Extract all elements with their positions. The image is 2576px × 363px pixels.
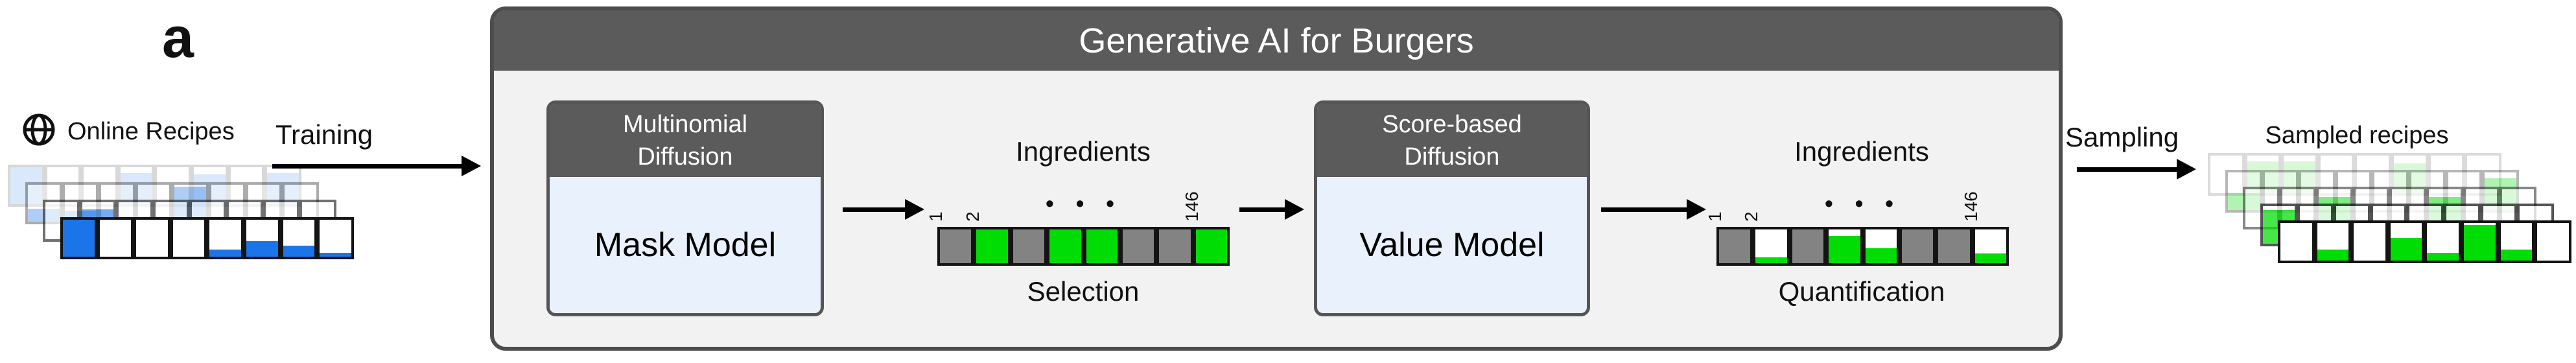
ingredient-cell bbox=[1119, 227, 1157, 266]
cell-fill bbox=[1865, 248, 1897, 263]
ingredient-cell bbox=[1010, 227, 1048, 266]
selection-index-2: 2 bbox=[963, 211, 983, 222]
selection-index-1: 1 bbox=[926, 211, 946, 222]
ingredient-cell bbox=[937, 227, 974, 266]
cell-fill bbox=[2390, 238, 2422, 261]
ingredient-cell bbox=[1899, 227, 1936, 266]
ingredient-cell bbox=[2314, 220, 2352, 263]
ingredient-cell bbox=[2535, 220, 2571, 263]
sampling-arrow-line bbox=[2077, 167, 2179, 172]
cell-fill bbox=[2317, 249, 2349, 261]
training-arrow-line bbox=[272, 164, 464, 169]
cell-fill bbox=[2463, 224, 2496, 261]
cell-fill bbox=[1829, 236, 1860, 263]
selection-index-146: 146 bbox=[1182, 191, 1202, 222]
training-arrow-head bbox=[462, 156, 481, 176]
cell-fill bbox=[246, 241, 278, 257]
ingredient-cell bbox=[1753, 227, 1790, 266]
ingredient-cell bbox=[8, 165, 45, 207]
ingredient-row-cells bbox=[937, 227, 1230, 266]
selection-to-value-arrow-line bbox=[1239, 207, 1287, 212]
cell-fill bbox=[193, 174, 226, 204]
globe-icon bbox=[23, 113, 55, 146]
ingredient-cell bbox=[2498, 220, 2535, 263]
ingredient-cell bbox=[317, 217, 354, 259]
cell-fill bbox=[2500, 249, 2533, 261]
quantification-index-146: 146 bbox=[1961, 191, 1981, 222]
ingredient-cell bbox=[1826, 227, 1863, 266]
ingredient-cell bbox=[60, 217, 97, 259]
value-model-label: Value Model bbox=[1359, 226, 1545, 264]
ingredient-cell bbox=[1716, 227, 1753, 266]
ingredient-cell bbox=[1789, 227, 1827, 266]
mask-to-selection-arrow-head bbox=[905, 199, 924, 220]
cell-fill bbox=[267, 172, 299, 204]
cell-fill bbox=[1755, 257, 1787, 263]
ingredient-cell bbox=[1936, 227, 1973, 266]
mask-to-selection-arrow-line bbox=[843, 207, 907, 212]
cell-fill bbox=[63, 220, 95, 257]
ingredient-cell bbox=[2278, 220, 2315, 263]
mask-model-box: Multinomial Diffusion Mask Model bbox=[546, 100, 824, 316]
selection-ellipsis: • • • bbox=[1046, 190, 1122, 217]
training-label: Training bbox=[275, 119, 373, 150]
selection-ingredients-title: Ingredients bbox=[1016, 136, 1151, 167]
ingredient-cell bbox=[974, 227, 1011, 266]
online-recipes-label: Online Recipes bbox=[67, 118, 235, 145]
quantification-ellipsis: • • • bbox=[1825, 190, 1901, 217]
recipe-stack-layer bbox=[2278, 220, 2571, 263]
cell-fill bbox=[209, 249, 241, 257]
value-model-header-line1: Score-based bbox=[1382, 110, 1522, 138]
ingredient-cell bbox=[1862, 227, 1899, 266]
ingredient-cell bbox=[170, 217, 207, 259]
ingredient-cell bbox=[2351, 220, 2388, 263]
value-model-box: Score-based Diffusion Value Model bbox=[1314, 100, 1590, 316]
value-model-header: Score-based Diffusion bbox=[1317, 104, 1587, 177]
quantification-ingredients-title: Ingredients bbox=[1794, 136, 1929, 167]
sampling-label: Sampling bbox=[2065, 122, 2179, 152]
cell-fill bbox=[10, 167, 42, 204]
ingredient-cell bbox=[243, 217, 281, 259]
mask-model-header-line1: Multinomial bbox=[622, 110, 748, 138]
ingredient-cell bbox=[2208, 153, 2245, 196]
ingredient-cell bbox=[1972, 227, 2009, 266]
ingredient-cell bbox=[2387, 220, 2425, 263]
cell-fill bbox=[320, 253, 351, 257]
quantification-caption: Quantification bbox=[1778, 276, 1945, 307]
ingredient-cell bbox=[1193, 227, 1230, 266]
mask-model-label: Mask Model bbox=[594, 226, 777, 264]
value-model-body: Value Model bbox=[1317, 177, 1587, 313]
generative-ai-title: Generative AI for Burgers bbox=[1079, 21, 1474, 60]
value-to-quantification-arrow-head bbox=[1687, 199, 1706, 220]
value-to-quantification-arrow-line bbox=[1601, 207, 1689, 212]
ingredient-cell bbox=[2424, 220, 2461, 263]
ingredient-cell bbox=[1156, 227, 1193, 266]
ingredient-row-cells bbox=[1716, 227, 2009, 266]
ingredient-cell bbox=[1047, 227, 1084, 266]
ingredient-cell bbox=[1083, 227, 1120, 266]
mask-model-header: Multinomial Diffusion bbox=[550, 104, 821, 177]
cell-fill bbox=[283, 245, 315, 257]
ingredient-cell bbox=[280, 217, 318, 259]
value-model-header-line2: Diffusion bbox=[1404, 143, 1500, 170]
ingredient-cell bbox=[134, 217, 170, 259]
recipe-stack-layer bbox=[60, 217, 354, 259]
cell-fill bbox=[2427, 253, 2459, 261]
mask-model-header-line2: Diffusion bbox=[637, 143, 733, 170]
cell-fill bbox=[120, 172, 152, 204]
selection-caption: Selection bbox=[1027, 276, 1140, 307]
ingredient-cell bbox=[97, 217, 134, 259]
generative-ai-header: Generative AI for Burgers bbox=[494, 10, 2059, 71]
panel-label: a bbox=[162, 5, 194, 69]
quantification-index-1: 1 bbox=[1705, 211, 1725, 222]
mask-model-body: Mask Model bbox=[550, 177, 821, 313]
ingredient-cell bbox=[2461, 220, 2498, 263]
cell-fill bbox=[1974, 253, 2007, 263]
sampling-arrow-head bbox=[2177, 159, 2196, 180]
sampled-recipes-label: Sampled recipes bbox=[2265, 122, 2449, 149]
selection-to-value-arrow-head bbox=[1285, 199, 1304, 220]
ingredient-cell bbox=[207, 217, 244, 259]
quantification-index-2: 2 bbox=[1741, 211, 1761, 222]
